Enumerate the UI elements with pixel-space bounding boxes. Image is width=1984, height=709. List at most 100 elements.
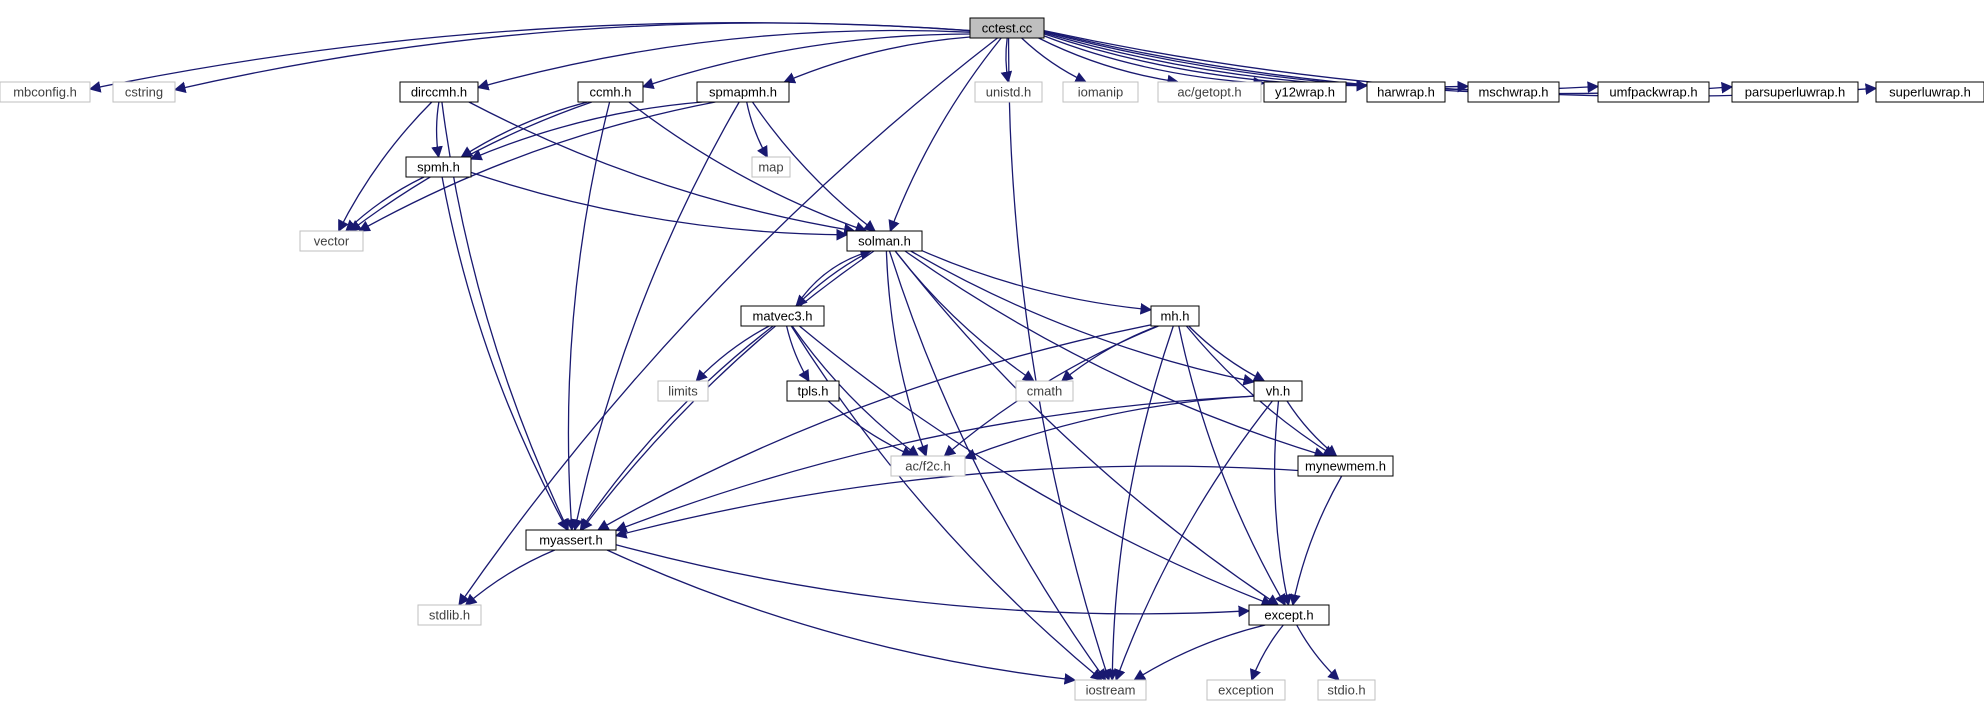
node-mynewmem[interactable]: mynewmem.h	[1297, 455, 1394, 477]
node-mh-box	[1150, 305, 1200, 327]
node-solman-label: solman.h	[858, 234, 911, 249]
node-vector-box	[299, 230, 364, 252]
node-mh-label: mh.h	[1161, 309, 1190, 324]
node-getopt: ac/getopt.h	[1157, 81, 1262, 103]
edge-vh-to-myassert	[614, 395, 1255, 533]
node-dirccmh[interactable]: dirccmh.h	[399, 81, 479, 103]
edge-spmapmh-to-map	[746, 101, 768, 159]
node-tpls-label: tpls.h	[797, 384, 828, 399]
edge-mynewmem-to-except	[1289, 475, 1343, 607]
node-mh[interactable]: mh.h	[1150, 305, 1200, 327]
edge-solman-to-mh	[921, 250, 1153, 315]
edge-myassert-to-stdlib	[464, 549, 556, 606]
node-dirccmh-label: dirccmh.h	[411, 85, 467, 100]
node-mynewmem-box	[1297, 455, 1394, 477]
node-cctest-box	[969, 17, 1045, 39]
edge-tpls-to-f2c	[827, 400, 914, 458]
node-unistd: unistd.h	[974, 81, 1043, 103]
node-harwrap[interactable]: harwrap.h	[1366, 81, 1446, 103]
node-iostream: iostream	[1074, 679, 1147, 701]
edge-cctest-to-mschwrap	[1043, 32, 1470, 93]
node-limits: limits	[657, 380, 709, 402]
node-superluwrap-label: superluwrap.h	[1889, 85, 1971, 100]
edge-spmapmh-to-spmh	[469, 101, 703, 161]
edge-except-to-exception	[1249, 624, 1284, 682]
edge-spmapmh-to-myassert	[571, 101, 740, 532]
node-tpls-box	[786, 380, 840, 402]
edge-ccmh-to-solman	[628, 101, 868, 234]
node-parsuperluwrap-label: parsuperluwrap.h	[1745, 85, 1845, 100]
node-mbconfig-label: mbconfig.h	[13, 85, 77, 100]
node-y12wrap-label: y12wrap.h	[1275, 85, 1335, 100]
node-iomanip-label: iomanip	[1078, 85, 1124, 100]
node-cmath-box	[1015, 380, 1074, 402]
node-except[interactable]: except.h	[1248, 604, 1330, 626]
edge-solman-to-mynewmem	[904, 250, 1327, 459]
node-spmh-label: spmh.h	[417, 160, 460, 175]
node-exception-label: exception	[1218, 683, 1274, 698]
node-ccmh-box	[577, 81, 644, 103]
node-parsuperluwrap[interactable]: parsuperluwrap.h	[1731, 81, 1859, 103]
node-myassert-box	[525, 529, 617, 551]
node-unistd-box	[974, 81, 1043, 103]
edge-mh-to-except	[1178, 325, 1286, 607]
node-harwrap-label: harwrap.h	[1377, 85, 1435, 100]
node-exception-box	[1206, 679, 1286, 701]
edge-solman-to-matvec3	[795, 250, 872, 307]
node-superluwrap-box	[1875, 81, 1984, 103]
edge-matvec3-to-solman	[795, 248, 873, 307]
node-map: map	[751, 156, 791, 178]
node-mbconfig-box	[0, 81, 91, 103]
node-y12wrap[interactable]: y12wrap.h	[1263, 81, 1347, 103]
node-umfpackwrap[interactable]: umfpackwrap.h	[1597, 81, 1710, 103]
node-vh[interactable]: vh.h	[1253, 380, 1303, 402]
edge-layer	[88, 22, 1878, 685]
node-vh-label: vh.h	[1266, 384, 1291, 399]
node-vh-box	[1253, 380, 1303, 402]
node-mschwrap-box	[1467, 81, 1560, 103]
node-cstring-box	[112, 81, 176, 103]
edge-cctest-to-dirccmh	[476, 29, 971, 91]
edge-mh-to-vh	[1188, 325, 1266, 382]
node-solman[interactable]: solman.h	[846, 230, 923, 252]
node-ccmh[interactable]: ccmh.h	[577, 81, 644, 103]
node-iostream-box	[1074, 679, 1147, 701]
edge-cctest-to-cstring	[173, 22, 971, 94]
edge-matvec3-to-limits	[695, 325, 770, 382]
node-mschwrap[interactable]: mschwrap.h	[1467, 81, 1560, 103]
node-exception: exception	[1206, 679, 1286, 701]
node-matvec3[interactable]: matvec3.h	[740, 305, 825, 327]
node-cmath: cmath	[1015, 380, 1074, 402]
node-solman-box	[846, 230, 923, 252]
node-myassert[interactable]: myassert.h	[525, 529, 617, 551]
node-map-box	[751, 156, 791, 178]
node-cctest[interactable]: cctest.cc	[969, 17, 1045, 39]
edge-cctest-to-iostream	[1007, 37, 1112, 682]
node-parsuperluwrap-box	[1731, 81, 1859, 103]
edge-spmh-to-vector	[345, 176, 425, 232]
edge-spmapmh-to-solman	[751, 101, 876, 232]
node-limits-label: limits	[668, 384, 698, 399]
node-mschwrap-label: mschwrap.h	[1478, 85, 1548, 100]
node-spmapmh[interactable]: spmapmh.h	[696, 81, 790, 103]
node-myassert-label: myassert.h	[539, 533, 603, 548]
node-except-label: except.h	[1264, 608, 1313, 623]
edge-cctest-to-y12wrap	[1043, 35, 1266, 89]
node-layer: cctest.cc mbconfig.h cstring dirccmh.h ccmh.…	[0, 17, 1984, 701]
node-superluwrap[interactable]: superluwrap.h	[1875, 81, 1984, 103]
node-y12wrap-box	[1263, 81, 1347, 103]
edge-mh-to-iostream	[1106, 325, 1174, 682]
edge-mh-to-myassert	[596, 324, 1152, 531]
edge-matvec3-to-f2c	[791, 325, 920, 457]
node-stdio-box	[1317, 679, 1376, 701]
node-cstring: cstring	[112, 81, 176, 103]
edge-cctest-to-solman	[888, 37, 1002, 233]
node-tpls[interactable]: tpls.h	[786, 380, 840, 402]
node-cmath-label: cmath	[1027, 384, 1062, 399]
node-spmh[interactable]: spmh.h	[405, 156, 472, 178]
node-spmapmh-box	[696, 81, 790, 103]
edge-except-to-iostream	[1133, 624, 1266, 681]
edge-vh-to-except	[1273, 400, 1293, 607]
node-limits-box	[657, 380, 709, 402]
node-f2c-box	[890, 455, 966, 477]
